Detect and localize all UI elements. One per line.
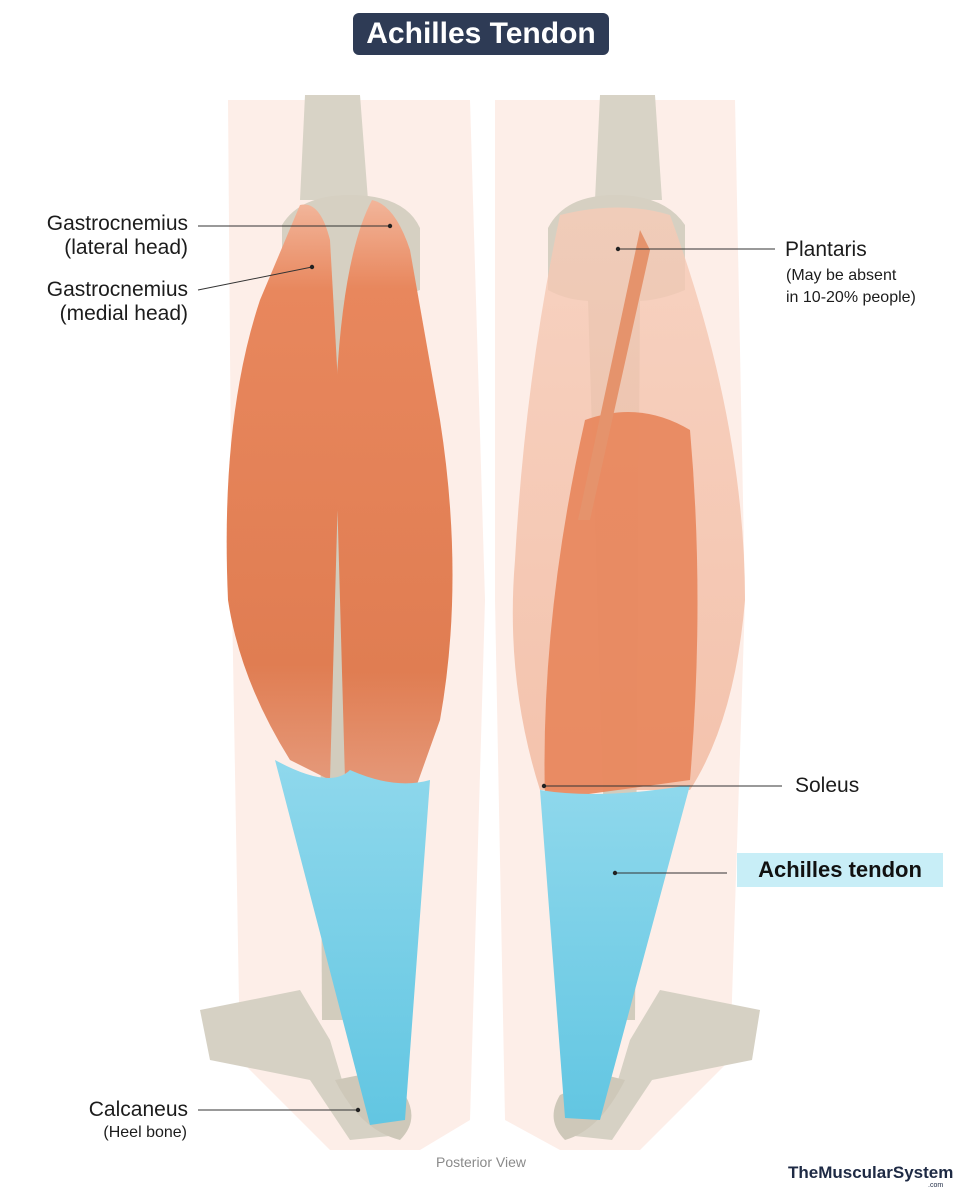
label-gastrocnemius-lateral-sub: (lateral head) xyxy=(64,236,188,259)
leader-dots xyxy=(309,223,621,1113)
leader-gastro-medial xyxy=(197,266,313,291)
left-femur xyxy=(300,95,368,200)
left-gastrocnemius-medial xyxy=(335,200,453,790)
label-plantaris-note2: in 10-20% people) xyxy=(786,289,916,306)
label-gastrocnemius-medial-name: Gastrocnemius xyxy=(46,278,188,301)
right-femur xyxy=(595,95,662,200)
right-leg xyxy=(495,95,760,1150)
right-plantaris xyxy=(578,230,650,520)
label-plantaris-note1: (May be absent xyxy=(786,267,897,284)
dot-gastro-medial xyxy=(309,264,315,270)
label-gastrocnemius-lateral: Gastrocnemius (lateral head) xyxy=(20,212,188,260)
right-foot-bones xyxy=(565,990,760,1140)
label-gastrocnemius-medial: Gastrocnemius (medial head) xyxy=(20,278,188,326)
label-plantaris: Plantaris xyxy=(785,238,867,262)
leader-lines xyxy=(197,225,782,1111)
right-achilles-tendon xyxy=(540,785,690,1120)
left-achilles-tendon xyxy=(275,760,430,1125)
dot-soleus xyxy=(541,783,547,789)
label-gastrocnemius-lateral-name: Gastrocnemius xyxy=(46,212,188,235)
label-calcaneus: Calcaneus xyxy=(20,1098,188,1122)
left-gastrocnemius-lateral xyxy=(226,204,340,780)
label-plantaris-name: Plantaris xyxy=(785,238,867,261)
label-plantaris-note: (May be absent in 10-20% people) xyxy=(786,265,916,309)
left-leg xyxy=(200,95,485,1150)
brand-logo-suffix: .com xyxy=(928,1182,944,1189)
label-calcaneus-sub: (Heel bone) xyxy=(103,1124,187,1141)
dot-achilles xyxy=(612,870,618,876)
label-achilles-tendon: Achilles tendon xyxy=(737,853,943,887)
brand-logo-text: TheMuscularSystem xyxy=(788,1163,954,1182)
page-title: Achilles Tendon xyxy=(353,13,609,55)
dot-calcaneus xyxy=(355,1107,361,1113)
label-calcaneus-name: Calcaneus xyxy=(88,1098,188,1121)
label-gastrocnemius-medial-sub: (medial head) xyxy=(59,302,188,325)
label-soleus: Soleus xyxy=(795,774,860,797)
dot-gastro-lateral xyxy=(387,223,393,229)
dot-plantaris xyxy=(615,246,621,252)
view-label: Posterior View xyxy=(435,1154,526,1170)
